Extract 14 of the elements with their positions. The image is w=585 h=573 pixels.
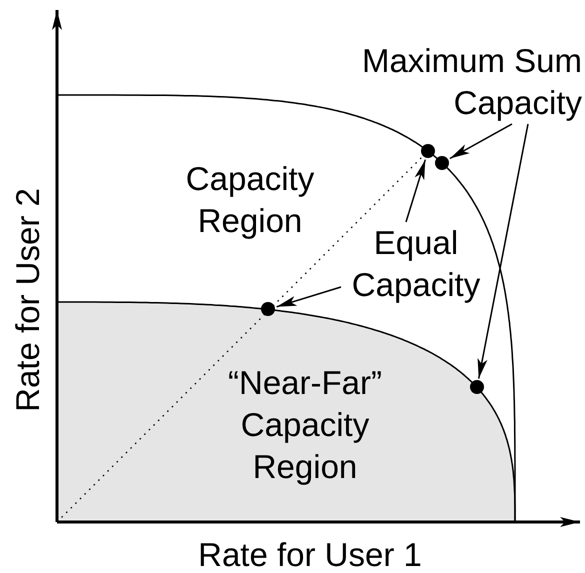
callout-text: Maximum Sum Capacity <box>335 40 582 124</box>
axis-title: Rate for User 2 <box>8 187 47 414</box>
point-marker <box>435 156 449 170</box>
region-label: Capacity Region <box>184 159 316 241</box>
point-marker <box>421 144 435 158</box>
region-label: “Near-Far” Capacity Region <box>227 363 383 487</box>
point-marker <box>470 380 484 394</box>
point-marker <box>261 302 275 316</box>
leader-arrow <box>478 124 529 379</box>
axis-title: Rate for User 1 <box>197 535 423 573</box>
callout-text: Equal Capacity <box>336 222 496 306</box>
leader-arrow <box>405 159 426 222</box>
leader-arrow <box>450 123 512 160</box>
leader-arrow <box>276 286 342 308</box>
